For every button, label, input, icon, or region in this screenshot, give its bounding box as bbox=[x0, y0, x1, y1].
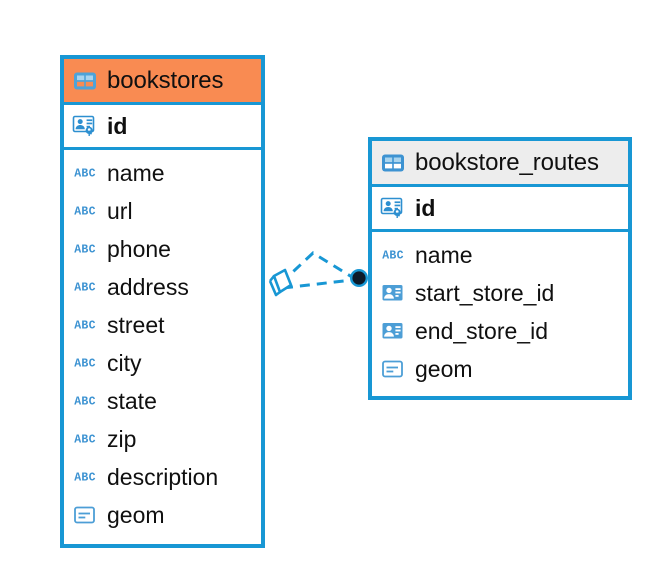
field-row-geom[interactable]: geom bbox=[64, 496, 261, 534]
field-list-bookstores: ABC name ABC url ABC p bbox=[64, 150, 261, 538]
field-row-address[interactable]: ABC address bbox=[64, 268, 261, 306]
abc-text-icon: ABC bbox=[72, 160, 98, 186]
field-label: url bbox=[107, 197, 133, 224]
relationship-line-upper[interactable] bbox=[279, 251, 353, 285]
primary-key-icon bbox=[380, 195, 406, 221]
abc-text-icon: ABC bbox=[72, 388, 98, 414]
entity-header-bookstores[interactable]: bookstores bbox=[64, 59, 261, 105]
field-label: end_store_id bbox=[415, 317, 548, 344]
field-label-id: id bbox=[107, 112, 128, 139]
entity-table-bookstore-routes[interactable]: bookstore_routes id bbox=[368, 137, 632, 400]
field-row-zip[interactable]: ABC zip bbox=[64, 420, 261, 458]
field-list-bookstore-routes: ABC name start_store_id bbox=[372, 232, 628, 392]
field-row-primary-key[interactable]: id bbox=[64, 105, 261, 150]
field-label: name bbox=[415, 241, 473, 268]
relationship-target-circle-icon[interactable] bbox=[350, 269, 368, 287]
svg-text:ABC: ABC bbox=[74, 320, 96, 333]
field-label: state bbox=[107, 387, 157, 414]
field-label: phone bbox=[107, 235, 171, 262]
field-row-street[interactable]: ABC street bbox=[64, 306, 261, 344]
abc-text-icon: ABC bbox=[72, 350, 98, 376]
svg-text:ABC: ABC bbox=[74, 244, 96, 257]
abc-text-icon: ABC bbox=[380, 242, 406, 268]
svg-text:ABC: ABC bbox=[74, 396, 96, 409]
entity-title-bookstores: bookstores bbox=[107, 66, 224, 94]
field-row-geom[interactable]: geom bbox=[372, 350, 628, 388]
entity-title-bookstore-routes: bookstore_routes bbox=[415, 148, 599, 176]
field-row-state[interactable]: ABC state bbox=[64, 382, 261, 420]
field-row-name[interactable]: ABC name bbox=[64, 154, 261, 192]
svg-text:ABC: ABC bbox=[74, 282, 96, 295]
foreign-key-icon bbox=[380, 280, 406, 306]
svg-text:ABC: ABC bbox=[74, 206, 96, 219]
field-label: description bbox=[107, 463, 219, 490]
field-label: start_store_id bbox=[415, 279, 555, 306]
field-row-city[interactable]: ABC city bbox=[64, 344, 261, 382]
abc-text-icon: ABC bbox=[72, 236, 98, 262]
svg-text:ABC: ABC bbox=[74, 434, 96, 447]
field-label: street bbox=[107, 311, 165, 338]
abc-text-icon: ABC bbox=[72, 426, 98, 452]
abc-text-icon: ABC bbox=[72, 464, 98, 490]
entity-table-bookstores[interactable]: bookstores id bbox=[60, 55, 265, 548]
abc-text-icon: ABC bbox=[72, 198, 98, 224]
field-row-end-store-id[interactable]: end_store_id bbox=[372, 312, 628, 350]
field-row-primary-key[interactable]: id bbox=[372, 187, 628, 232]
field-label-id: id bbox=[415, 194, 436, 221]
geometry-icon bbox=[72, 502, 98, 528]
field-label: geom bbox=[107, 501, 165, 528]
foreign-key-icon bbox=[380, 318, 406, 344]
geometry-icon bbox=[380, 356, 406, 382]
field-label: address bbox=[107, 273, 189, 300]
abc-text-icon: ABC bbox=[72, 312, 98, 338]
field-label: geom bbox=[415, 355, 473, 382]
svg-text:ABC: ABC bbox=[74, 168, 96, 181]
field-label: name bbox=[107, 159, 165, 186]
field-row-name[interactable]: ABC name bbox=[372, 236, 628, 274]
table-icon bbox=[72, 68, 98, 94]
field-row-url[interactable]: ABC url bbox=[64, 192, 261, 230]
svg-text:ABC: ABC bbox=[382, 250, 404, 263]
svg-text:ABC: ABC bbox=[74, 472, 96, 485]
primary-key-icon bbox=[72, 113, 98, 139]
relationship-line-lower[interactable] bbox=[282, 278, 353, 290]
svg-text:ABC: ABC bbox=[74, 358, 96, 371]
field-label: city bbox=[107, 349, 142, 376]
relationship-source-diamond-icon[interactable] bbox=[268, 268, 293, 297]
table-icon bbox=[380, 150, 406, 176]
field-row-description[interactable]: ABC description bbox=[64, 458, 261, 496]
field-row-start-store-id[interactable]: start_store_id bbox=[372, 274, 628, 312]
abc-text-icon: ABC bbox=[72, 274, 98, 300]
field-label: zip bbox=[107, 425, 137, 452]
entity-header-bookstore-routes[interactable]: bookstore_routes bbox=[372, 141, 628, 187]
field-row-phone[interactable]: ABC phone bbox=[64, 230, 261, 268]
